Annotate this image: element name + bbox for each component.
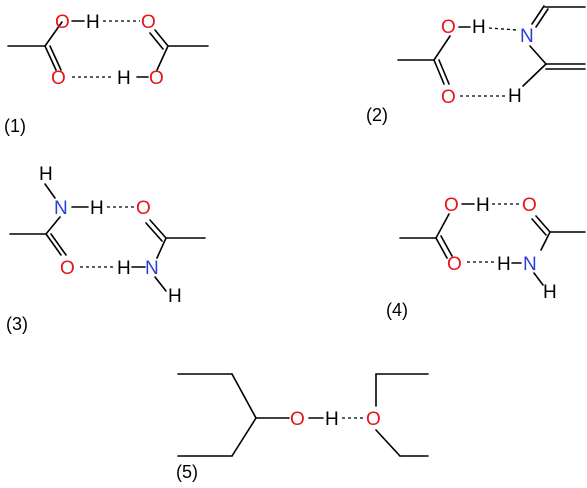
atom-oxygen: O xyxy=(141,12,156,33)
atom-oxygen: O xyxy=(290,409,305,430)
atom-hydrogen: H xyxy=(90,198,104,219)
dimer-label: (3) xyxy=(6,314,28,334)
atom-nitrogen: N xyxy=(523,254,537,275)
atom-nitrogen: N xyxy=(520,26,534,47)
atom-oxygen: O xyxy=(136,198,151,219)
atom-oxygen: O xyxy=(441,17,456,38)
dimer-label: (2) xyxy=(366,105,388,125)
atom-hydrogen: H xyxy=(325,409,339,430)
atom-hydrogen: H xyxy=(497,254,511,275)
dimer-1: O O H O O H (1) xyxy=(4,12,209,136)
atom-hydrogen: H xyxy=(117,68,131,89)
atom-hydrogen: H xyxy=(117,258,131,279)
dimer-3: H N H O O H N H (3) xyxy=(6,164,206,334)
hydrogen-bond xyxy=(488,27,518,31)
atom-oxygen: O xyxy=(522,195,537,216)
atom-hydrogen: H xyxy=(508,86,522,107)
atom-oxygen: O xyxy=(55,12,70,33)
dimer-label: (1) xyxy=(4,116,26,136)
atom-hydrogen: H xyxy=(472,17,486,38)
dimer-label: (4) xyxy=(386,300,408,320)
atom-hydrogen: H xyxy=(543,282,557,303)
atom-hydrogen: H xyxy=(168,286,182,307)
dimer-label: (5) xyxy=(176,462,198,482)
atom-oxygen: O xyxy=(51,68,66,89)
atom-oxygen: O xyxy=(149,68,164,89)
atom-oxygen: O xyxy=(447,254,462,275)
dimer-4: O O H O H N H (4) xyxy=(386,195,586,320)
atom-oxygen: O xyxy=(60,258,75,279)
atom-nitrogen: N xyxy=(145,258,159,279)
atom-hydrogen: H xyxy=(476,195,490,216)
dimer-5: O H O (5) xyxy=(176,373,429,482)
atom-hydrogen: H xyxy=(86,12,100,33)
atom-hydrogen: H xyxy=(39,164,53,185)
atom-oxygen: O xyxy=(441,87,456,108)
atom-nitrogen: N xyxy=(54,198,68,219)
dimer-2: O O H N H (2) xyxy=(366,5,586,125)
atom-oxygen: O xyxy=(444,195,459,216)
atom-oxygen: O xyxy=(366,409,381,430)
